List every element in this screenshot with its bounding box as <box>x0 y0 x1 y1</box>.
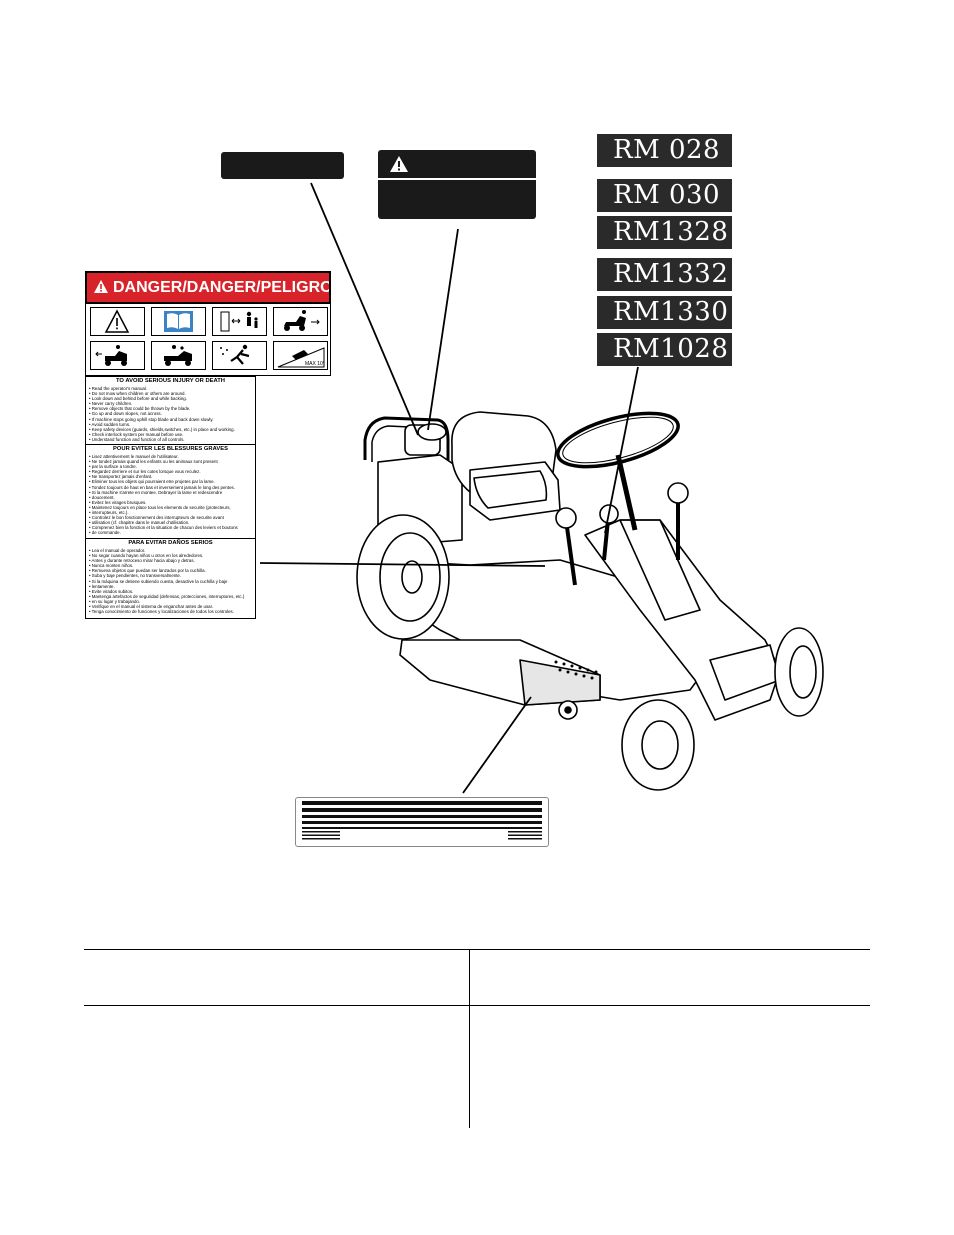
riding-mower-icon <box>273 307 328 336</box>
no-passengers-icon <box>151 341 206 370</box>
model-plate-2: RM 030 <box>597 179 732 212</box>
section-list-es: • Lea el manual de operador. • No segar … <box>89 548 253 614</box>
danger-decal: DANGER/DANGER/PELIGRO <box>85 271 331 619</box>
section-title-fr: POUR EVITER LES BLESSURES GRAVES <box>113 446 228 452</box>
list-item: • Remueva objetos que puedan ser lanzado… <box>89 568 206 574</box>
list-item: • Remove objects that could be thrown by… <box>89 406 191 412</box>
slope-warning-icon: MAX 10° <box>273 341 328 370</box>
list-item: • Lisez attentivement le manuel de l'uti… <box>89 454 179 459</box>
open-manual-icon <box>151 307 206 336</box>
warning-decal <box>378 150 536 219</box>
list-item: • Go up and down slopes, not across. <box>89 411 162 417</box>
list-item: • Tenga conocimiento de funciones y loca… <box>89 609 234 615</box>
list-item: • Verifique en el manual el sistema de e… <box>89 604 214 610</box>
warning-triangle-icon <box>94 280 108 293</box>
decal-label-small <box>221 152 344 179</box>
list-item: • Ne transportez jamais d'enfant. <box>89 474 153 480</box>
list-item: • Evite virados subitos. <box>89 588 134 594</box>
section-list-fr: • Lisez attentivement le manuel de l'uti… <box>89 454 253 536</box>
list-item: • Check interlock system per manual befo… <box>89 431 184 437</box>
list-item: • Comprenez bien la fonction et la situa… <box>89 525 238 531</box>
list-item: • Understand function and function of al… <box>89 436 185 442</box>
list-item: • Do not mow when children or others are… <box>89 391 186 397</box>
list-item: • Look down and behind before and while … <box>89 396 187 402</box>
list-item: • en su lugar y trabajando. <box>89 598 141 604</box>
list-item: • Suba y baje pendientes, no transversal… <box>89 573 182 579</box>
list-item: • interrupteurs, etc.). <box>89 510 129 516</box>
list-item: • Never carry children. <box>89 401 133 407</box>
table-top-rule <box>84 949 870 950</box>
section-list-en: • Read the operator's manual. • Do not m… <box>89 386 253 442</box>
bottom-decal <box>295 797 549 847</box>
warning-decal-header <box>378 150 536 180</box>
list-item: • Eliminer tous les objets qui pourraien… <box>89 479 215 485</box>
model-plate-6: RM1028 <box>597 333 732 366</box>
table-column-divider <box>469 949 470 1128</box>
backing-mower-icon <box>90 341 145 370</box>
list-item: • Si la máquina se detiene subiendo cues… <box>89 578 228 584</box>
list-item: • de commande. <box>89 530 121 536</box>
section-title-en: TO AVOID SERIOUS INJURY OR DEATH <box>116 378 225 384</box>
list-item: • Ne tondez jamais quand les enfants ou … <box>89 459 218 465</box>
danger-decal-title: DANGER/DANGER/PELIGRO <box>113 279 331 296</box>
model-plate-5: RM1330 <box>597 296 732 329</box>
list-item: • Controlez le bon fonctionnement des in… <box>89 515 224 521</box>
section-title-es: PARA EVITAR DAÑOS SERIOS <box>128 540 213 546</box>
table-header-rule <box>84 1005 870 1006</box>
list-item: • Nunca monten niños. <box>89 563 134 569</box>
pictogram-panel <box>85 304 331 376</box>
list-item: • utilisation (cf. chapitre dans le manu… <box>89 520 190 526</box>
list-item: • If machine stops going uphill stop bla… <box>89 416 214 422</box>
list-item: • Maintenez toujours en place tous les e… <box>89 504 231 510</box>
warning-triangle-icon <box>390 156 408 172</box>
list-item: • Keep safety devices (guards, shields,s… <box>89 426 235 432</box>
list-item: • Evitez les virages brusques. <box>89 499 147 505</box>
list-item: • doucement. <box>89 494 115 500</box>
list-item: • Read the operator's manual. <box>89 386 148 391</box>
model-plate-1: RM 028 <box>597 134 732 167</box>
keep-distance-icon <box>212 307 267 336</box>
decal-stripes <box>302 801 542 840</box>
list-item: • Avoid sudden turns. <box>89 421 131 427</box>
thrown-objects-icon <box>212 341 267 370</box>
list-item: • Tondez toujours de haut en bas et inve… <box>89 484 235 490</box>
warning-triangle-icon <box>90 307 145 336</box>
slope-max-label: MAX 10° <box>305 361 325 367</box>
list-item: • Regardez derriere et sur les cotes lor… <box>89 469 201 475</box>
model-plate-4: RM1332 <box>597 258 732 291</box>
model-plate-3: RM1328 <box>597 216 732 249</box>
list-item: • Antes y durante retroceso mirar hacia … <box>89 558 195 564</box>
divider <box>86 538 255 539</box>
danger-decal-text: TO AVOID SERIOUS INJURY OR DEATH • Read … <box>85 376 256 619</box>
danger-decal-header: DANGER/DANGER/PELIGRO <box>85 271 331 304</box>
list-item: • Si la machine s'arrete en montee. Debr… <box>89 489 223 495</box>
list-item: • lentamente. <box>89 583 115 589</box>
list-item: • Lea el manual de operador. <box>89 548 146 553</box>
list-item: • Mantenga artefactos de seguridad (defe… <box>89 593 245 599</box>
divider <box>86 444 255 445</box>
list-item: • par la surface a tondre. <box>89 464 137 470</box>
list-item: • No segar cuando hayan niños u otros en… <box>89 553 204 559</box>
